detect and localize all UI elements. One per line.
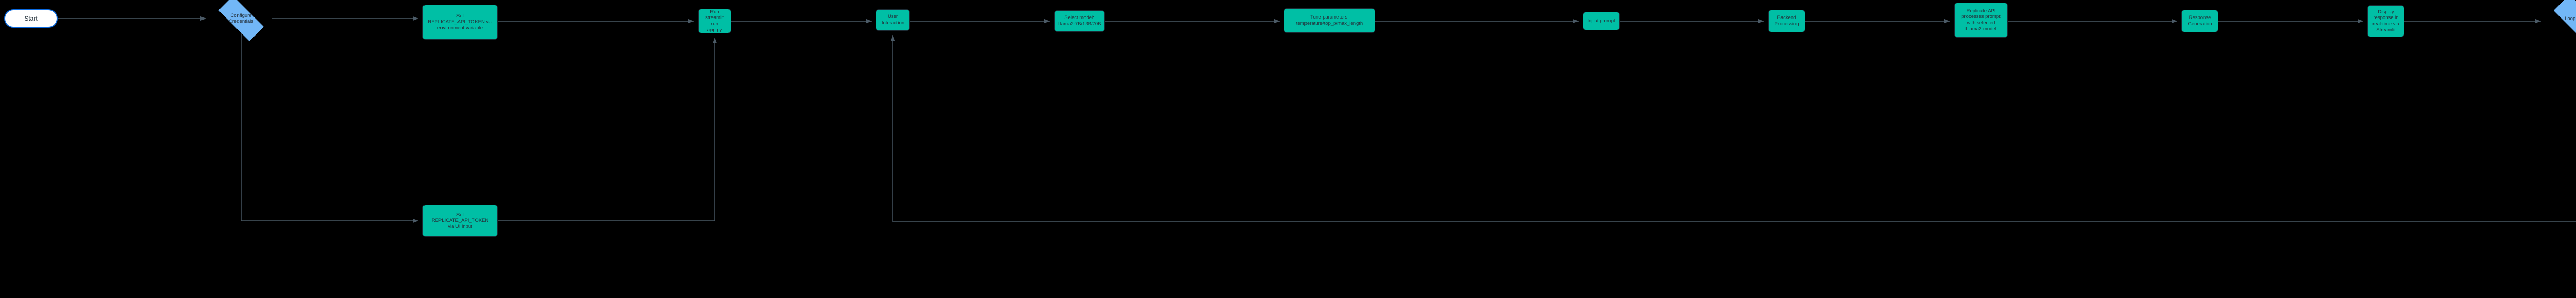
node-set-token-env-label: Set REPLICATE_API_TOKEN via environment … <box>428 13 493 31</box>
node-input-prompt[interactable]: Input prompt <box>1583 12 1620 30</box>
node-select-model-label: Select model: Llama2-7B/13B/70B <box>1057 15 1101 27</box>
node-user-interaction-label: User Interaction <box>881 14 905 26</box>
node-user-interaction[interactable]: User Interaction <box>876 9 910 31</box>
node-loop-or-end[interactable]: Loop or End <box>2545 0 2576 44</box>
edge-configure-to-ui-token <box>241 33 418 223</box>
node-backend-processing-label: Backend Processing <box>1774 15 1799 27</box>
node-configure-credentials[interactable]: Configure Credentials <box>210 0 272 41</box>
node-configure-credentials-label: Configure Credentials <box>228 12 254 24</box>
node-input-prompt-label: Input prompt <box>1587 18 1615 24</box>
edge-ui-token-to-run-app <box>498 38 717 221</box>
node-display-response[interactable]: Display response in real-time via Stream… <box>2367 5 2404 37</box>
node-response-generation[interactable]: Response Generation <box>2181 10 2218 32</box>
node-loop-or-end-label: Loop or End <box>2565 16 2576 22</box>
node-display-response-label: Display response in real-time via Stream… <box>2372 9 2399 33</box>
node-start-label: Start <box>24 14 38 22</box>
node-set-token-ui-label: Set REPLICATE_API_TOKEN via UI input <box>431 212 489 230</box>
node-replicate-api-label: Replicate API processes prompt with sele… <box>1961 8 2001 32</box>
node-set-token-ui[interactable]: Set REPLICATE_API_TOKEN via UI input <box>422 205 498 237</box>
node-replicate-api[interactable]: Replicate API processes prompt with sele… <box>1954 3 2008 38</box>
node-backend-processing[interactable]: Backend Processing <box>1768 10 1805 32</box>
node-response-generation-label: Response Generation <box>2188 15 2212 27</box>
node-run-streamlit[interactable]: Run streamlit run app.py <box>698 9 731 33</box>
node-set-token-env[interactable]: Set REPLICATE_API_TOKEN via environment … <box>422 5 498 40</box>
node-run-streamlit-label: Run streamlit run app.py <box>705 9 724 33</box>
node-select-model[interactable]: Select model: Llama2-7B/13B/70B <box>1054 10 1105 32</box>
node-tune-parameters[interactable]: Tune parameters: temperature/top_p/max_l… <box>1284 8 1375 33</box>
node-tune-parameters-label: Tune parameters: temperature/top_p/max_l… <box>1296 14 1363 26</box>
edge-user-continues-to-user-interaction <box>890 35 2576 222</box>
node-start[interactable]: Start <box>4 9 58 28</box>
